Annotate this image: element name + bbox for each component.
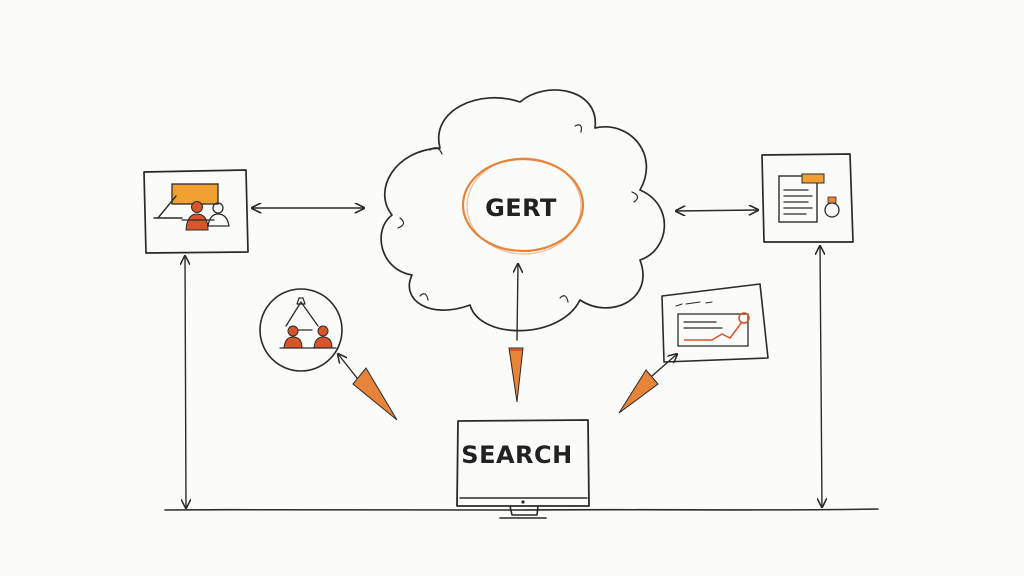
connector-cloud-right-panel [676,210,758,211]
left-circle-node [259,288,343,372]
left-panel [143,169,249,254]
pointer-center [508,347,524,403]
connector-to-left-circle [338,354,358,379]
pointer-right [618,369,659,414]
pointer-left [352,367,398,421]
connector-left-panel-baseline [185,256,186,508]
right-panel [761,153,854,243]
monitor-label: SEARCH [461,441,572,469]
trend-chart-icon [675,301,750,347]
team-network-icon [279,297,337,349]
search-monitor[interactable]: SEARCH [456,419,590,519]
cloud-label: GERT [485,194,557,222]
right-card-node [661,283,769,363]
baseline [164,508,879,512]
gert-ring [461,157,585,253]
accent-arrows [352,347,659,421]
connector-monitor-cloud [517,264,518,341]
connector-to-right-card [651,354,677,377]
cloud-node: GERT [380,89,666,332]
connectors [185,208,822,508]
team-presentation-icon [153,183,230,231]
document-badge-icon [778,173,840,223]
connector-right-panel-baseline [820,246,822,507]
